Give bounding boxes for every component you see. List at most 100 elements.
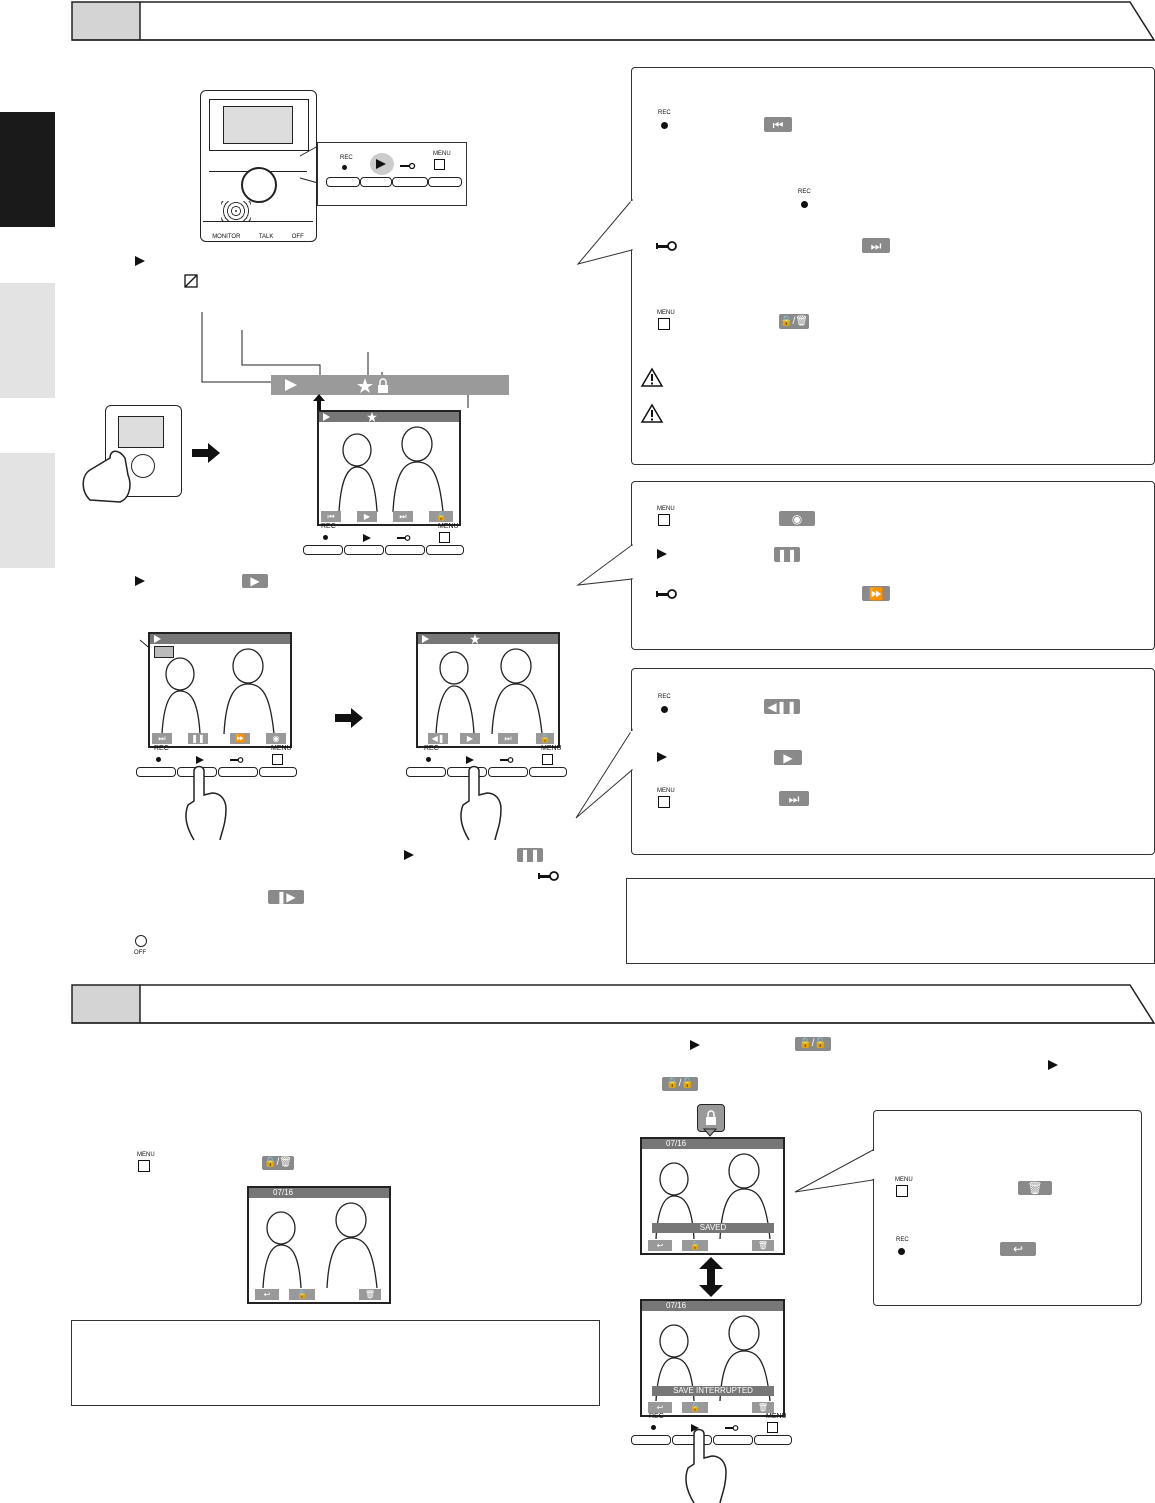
fast-forward-icon[interactable]: ⏩	[230, 733, 250, 744]
menu-list-icon	[439, 532, 450, 543]
people-illustration	[338, 426, 444, 513]
play-triangle-icon[interactable]: ▶	[460, 733, 480, 744]
record-dot-icon	[323, 535, 328, 540]
frame-back-icon[interactable]: ◀❚	[428, 733, 448, 744]
rec-label: REC	[154, 745, 169, 752]
camera-icon[interactable]: ◉	[266, 733, 286, 744]
lock-icon	[378, 378, 388, 393]
skip-forward-icon[interactable]: ⏭	[152, 733, 172, 744]
lock-badge	[697, 1104, 725, 1132]
key-icon	[397, 535, 411, 541]
lock-unlock-icon[interactable]: 🔒	[682, 1240, 708, 1251]
play-triangle-icon	[285, 379, 297, 391]
record-dot-icon	[898, 1248, 905, 1255]
play-triangle-icon	[376, 159, 386, 169]
play-triangle-icon	[466, 756, 474, 764]
paused-screen: ◀❚ ▶ ⏭ 🔒	[416, 632, 560, 748]
side-tab-3[interactable]	[0, 453, 55, 568]
callout-box-4	[873, 1110, 1142, 1306]
up-arrow	[313, 394, 325, 410]
talk-button-label[interactable]: TALK	[258, 234, 274, 240]
screen-title-bar: 07/16	[249, 1188, 389, 1198]
callout-box-1	[631, 67, 1155, 465]
menu-list-icon	[434, 159, 445, 170]
save-interrupted-screen: 07/16 SAVE INTERRUPTED ↩ 🔒 🗑	[640, 1299, 785, 1417]
trash-icon[interactable]: 🗑	[359, 1289, 381, 1300]
monitor-unit: MONITOR TALK OFF	[200, 90, 317, 242]
side-tab-2[interactable]	[0, 283, 55, 398]
lock-delete-icon[interactable]: 🔒	[536, 733, 554, 744]
skip-forward-icon: ⏭	[862, 238, 890, 253]
star-icon	[357, 378, 373, 393]
save-screen: 07/16 ↩ 🔒 🗑	[247, 1186, 391, 1304]
screen-date: 07/16	[666, 1139, 687, 1148]
note-box-1	[626, 878, 1155, 964]
lock-unlock-icon[interactable]: 🔒	[682, 1402, 708, 1413]
menu-label: MENU	[438, 523, 459, 530]
play-triangle-icon	[691, 1424, 699, 1432]
people-illustration	[262, 1202, 378, 1289]
play-triangle-icon[interactable]: ▶	[357, 511, 377, 522]
callout-pointer-4	[794, 1149, 875, 1193]
back-arrow-icon[interactable]: ↩	[648, 1240, 672, 1251]
menu-list-icon	[896, 1185, 908, 1197]
note-box-2	[71, 1320, 600, 1406]
speaker-grille	[221, 201, 251, 221]
monitor-button-label[interactable]: MONITOR	[212, 234, 241, 240]
off-button-label[interactable]: OFF	[291, 234, 304, 240]
menu-label: MENU	[895, 1177, 913, 1183]
screen-date: 07/16	[273, 1188, 294, 1197]
skip-forward-icon[interactable]: ⏭	[498, 733, 518, 744]
menu-list-icon	[138, 1160, 150, 1172]
menu-label: MENU	[766, 1413, 787, 1420]
rec-label: REC	[340, 155, 353, 161]
play-triangle-icon	[404, 850, 414, 860]
play-triangle-icon	[363, 534, 371, 542]
button-row: REC MENU	[631, 1413, 793, 1446]
skip-forward-icon[interactable]: ⏭	[393, 511, 413, 522]
camera-icon: ◉	[779, 511, 815, 526]
section-header-save	[71, 984, 1155, 1024]
back-arrow-icon[interactable]: ↩	[648, 1402, 672, 1413]
playing-screen: ⏭ ❚❚ ⏩ ◉	[148, 632, 292, 748]
callout-box-3	[631, 668, 1155, 855]
rec-label: REC	[798, 189, 811, 195]
record-dot-icon	[801, 201, 808, 208]
saved-message: SAVED	[652, 1223, 774, 1233]
saved-screen: 07/16 SAVED ↩ 🔒 🗑	[640, 1137, 785, 1255]
screen-title-bar: 07/16	[642, 1301, 783, 1311]
trash-icon[interactable]: 🗑	[752, 1240, 774, 1251]
playback-screen: ⏮ ▶ ⏭ 🔒	[317, 410, 461, 526]
rec-label: REC	[658, 694, 671, 700]
record-dot-icon	[661, 122, 668, 129]
back-arrow-icon[interactable]: ↩	[255, 1289, 279, 1300]
menu-label: MENU	[271, 745, 292, 752]
navigation-dial[interactable]	[241, 167, 277, 203]
lock-delete-icon: 🔒/🗑	[262, 1156, 294, 1170]
side-tab-active[interactable]	[0, 112, 55, 227]
record-dot-icon	[651, 1425, 656, 1430]
screen-title-bar: 07/16	[642, 1139, 783, 1149]
zoom-lines	[299, 145, 319, 184]
trash-icon[interactable]: 🗑	[752, 1402, 774, 1413]
play-triangle-icon	[135, 576, 145, 586]
section-header-playback	[71, 1, 1155, 41]
leader-lines	[201, 312, 469, 408]
lock-delete-icon[interactable]: 🔒	[429, 511, 453, 522]
menu-label: MENU	[137, 1152, 155, 1158]
rec-label: REC	[649, 1413, 664, 1420]
menu-list-icon	[658, 796, 670, 808]
record-dot-icon	[426, 757, 431, 762]
record-dot-icon	[156, 757, 161, 762]
key-icon	[230, 757, 244, 763]
menu-label: MENU	[657, 506, 675, 512]
key-icon	[656, 241, 677, 251]
people-illustration	[161, 648, 275, 735]
pause-icon: ❚❚	[517, 848, 543, 862]
rec-label: REC	[424, 745, 439, 752]
pause-icon[interactable]: ❚❚	[188, 733, 208, 744]
lock-unlock-icon[interactable]: 🔒	[289, 1289, 315, 1300]
lock-delete-icon: 🔒/🗑	[779, 314, 809, 329]
skip-back-icon[interactable]: ⏮	[321, 511, 341, 522]
badge-pointer	[702, 1128, 718, 1137]
